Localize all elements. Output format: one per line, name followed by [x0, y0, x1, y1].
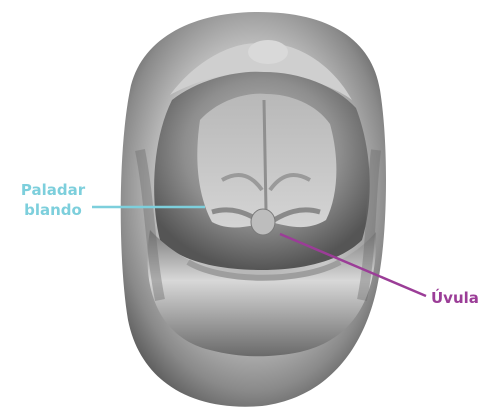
- soft-palate-label-line2: blando: [14, 200, 92, 220]
- soft-palate-label: Paladar blando: [14, 180, 92, 220]
- uvula-shape: [251, 209, 275, 235]
- uvula-label: Úvula: [431, 288, 479, 308]
- nose-tip: [248, 40, 288, 64]
- soft-palate-label-line1: Paladar: [14, 180, 92, 200]
- palate-midline: [264, 100, 266, 210]
